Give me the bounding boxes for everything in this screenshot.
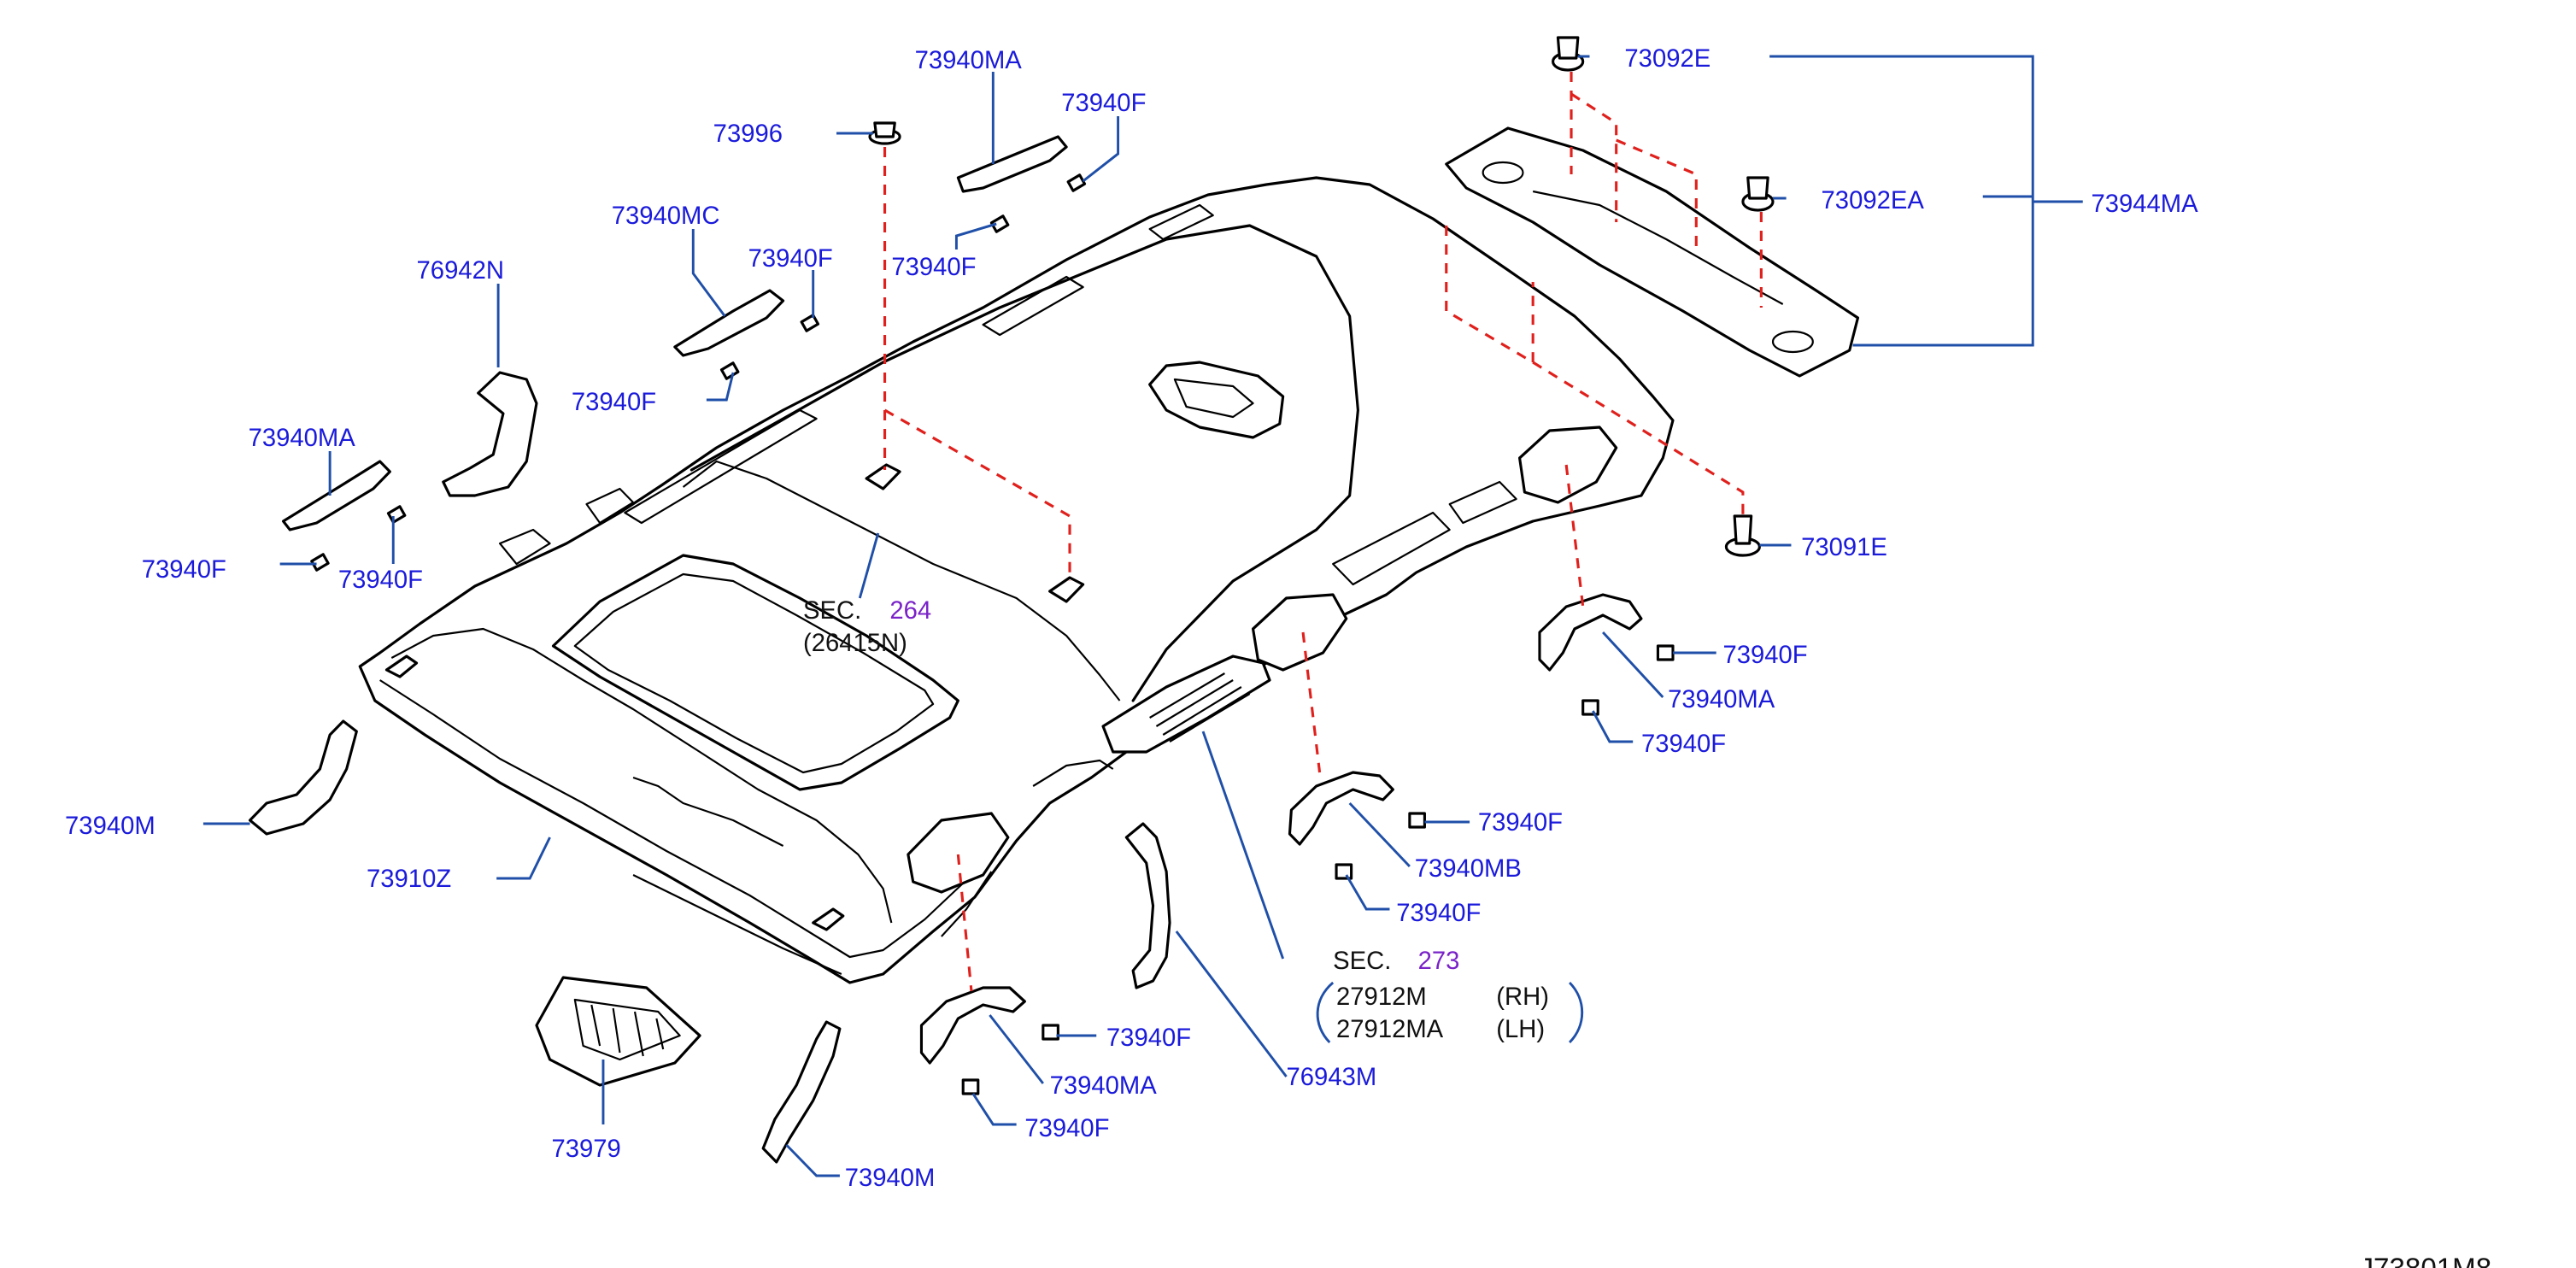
diagram-code: J73801M8 [2359,1253,2491,1268]
assembly-lines [883,72,1763,992]
label-73910Z: 73910Z [367,865,451,893]
rear-header-trim [1445,126,1860,378]
assist-grip-top [956,135,1068,193]
dome-lamp [1148,361,1285,439]
section-ref-273: SEC. 273 27912M (RH) 27912MA (LH) [1333,947,1549,1043]
grip-recess-left-lower [907,812,1010,894]
label-73092E: 73092E [1624,44,1710,73]
label-73940F-l: 73940F [1024,1114,1109,1142]
sec264-prefix: SEC. [803,596,861,625]
grip-recess-right-middle [1251,593,1348,672]
label-73940M-left: 73940M [65,812,155,840]
label-73940F-j: 73940F [1396,899,1481,927]
label-73091E: 73091E [1801,533,1887,561]
sec273-row-rh-part: 27912M [1336,983,1427,1011]
label-73940M-bottom: 73940M [845,1164,936,1192]
label-73996: 73996 [713,120,783,148]
label-76942N: 76942N [417,256,504,285]
label-73940F-top: 73940F [1061,89,1146,117]
label-73940F-h: 73940F [1641,730,1726,758]
assist-grip-73940M-left [248,719,358,836]
clip-73996 [868,121,901,145]
label-73940F-b: 73940F [891,253,976,281]
label-73979: 73979 [552,1135,621,1163]
label-73944MA: 73944MA [2091,190,2198,218]
assist-grip-right [1538,593,1643,672]
assist-grip-bottom [919,986,1026,1065]
sec273-row-lh-part: 27912MA [1336,1015,1443,1043]
label-73940F-d: 73940F [572,388,656,416]
assist-grip-left [281,460,391,531]
label-73940F-c: 73940F [748,244,833,273]
sec273-row-lh-side: (LH) [1496,1015,1545,1043]
label-73940MB: 73940MB [1415,854,1522,883]
assist-grip-76942N [442,371,538,497]
label-73940MA-top: 73940MA [915,46,1022,74]
label-73940MA-bottom: 73940MA [1050,1071,1157,1100]
sec273-row-rh-side: (RH) [1496,983,1549,1011]
label-73940F-k: 73940F [1106,1024,1191,1052]
clip-73092EA [1741,176,1775,212]
section-ref-264: SEC. 264 (26415N) [803,596,931,657]
label-73092EA: 73092EA [1822,186,1925,214]
label-73940F-i: 73940F [1478,808,1563,837]
label-73940F-e: 73940F [338,566,423,594]
label-73940MA-left: 73940MA [249,424,355,452]
sec273-prefix: SEC. [1333,947,1391,975]
grip-recess-right-upper [1518,426,1618,504]
label-73940F-f: 73940F [142,555,226,584]
assist-grip-76943M [1124,822,1171,989]
clip-73092E [1552,36,1585,72]
harness-brackets [384,463,1085,931]
sec264-number: 264 [889,596,931,625]
clip-73091E [1724,514,1761,557]
side-panel-slots [1332,480,1517,586]
sec273-number: 273 [1418,947,1460,975]
assist-grip-73940M-bottom [761,1020,842,1164]
console-cover-73979 [535,976,701,1087]
assist-grip-73940MC [673,289,785,357]
label-73940MA-right: 73940MA [1668,685,1775,713]
label-76943M: 76943M [1287,1063,1377,1091]
label-73940MC: 73940MC [612,202,720,230]
sec264-part: (26415N) [803,629,907,657]
harness-routing [390,224,1359,924]
label-73940F-g: 73940F [1723,641,1808,669]
clips [310,173,1675,1095]
part-labels: 73940MA 73940F 73996 73940F 73940MC 7394… [65,44,2198,1192]
assist-grip-73940MB [1288,771,1394,846]
leader-lines [202,55,2083,1177]
sunroof-frame [551,554,959,791]
map-lamp [1101,655,1271,754]
